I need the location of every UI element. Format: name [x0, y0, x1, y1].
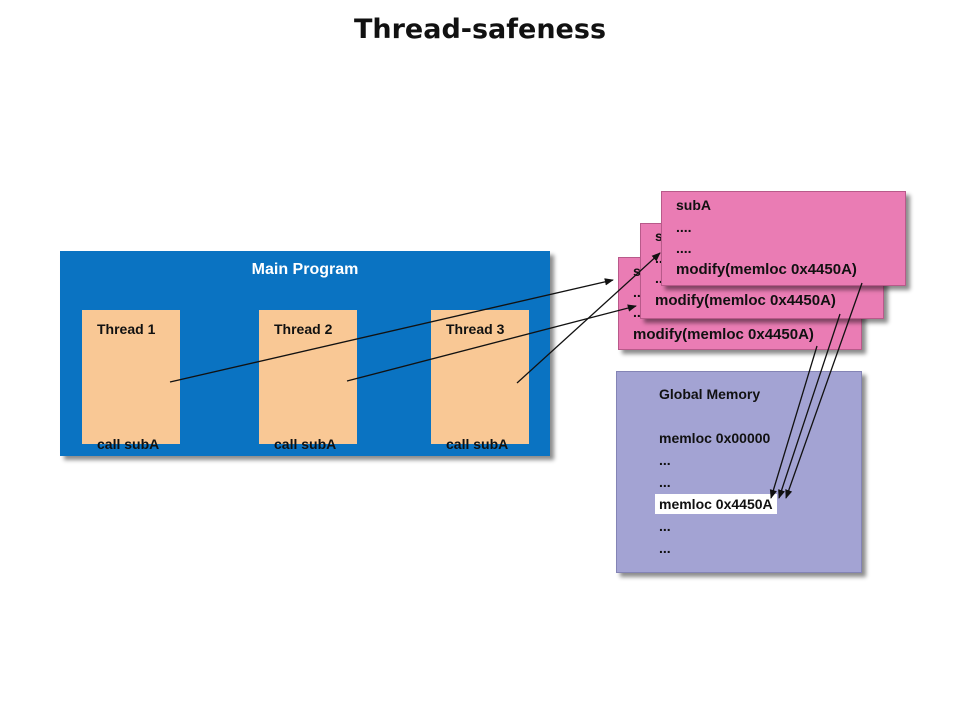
memory-line-5: ... — [659, 518, 671, 534]
subA-back-line3: ... — [633, 304, 645, 320]
thread-3-label: Thread 3 — [446, 321, 505, 337]
thread-2-label: Thread 2 — [274, 321, 333, 337]
subA-front-line3: .... — [676, 240, 692, 256]
arrow-thread2-to-subA — [346, 304, 637, 382]
subA-front-modify: modify(memloc 0x4450A) — [676, 261, 857, 278]
memory-line-6: ... — [659, 540, 671, 556]
thread-2-call: call subA — [274, 436, 337, 452]
thread-3-call: call subA — [446, 436, 509, 452]
subA-copy-front: subA .... .... modify(memloc 0x4450A) — [661, 191, 906, 286]
memory-line-1: memloc 0x00000 — [659, 430, 771, 446]
global-memory-label: Global Memory — [659, 386, 761, 402]
thread-1-box: Thread 1 call subA — [82, 310, 180, 452]
subA-middle-title: s — [655, 228, 663, 244]
thread-1-label: Thread 1 — [97, 321, 156, 337]
arrow-subA-middle-to-memory — [778, 313, 841, 499]
arrow-subA-back-to-memory — [769, 345, 818, 499]
thread-1-call: call subA — [97, 436, 160, 452]
subA-back-title: s — [633, 263, 641, 279]
main-program-label: Main Program — [251, 261, 359, 278]
arrow-thread1-to-subA — [169, 278, 614, 383]
subA-middle-modify: modify(memloc 0x4450A) — [655, 292, 836, 309]
arrow-thread3-to-subA — [516, 252, 661, 384]
main-program-box: Main Program Thread 1 call subA Thread 2… — [60, 251, 550, 456]
subA-back-line2: ... — [633, 284, 645, 300]
memory-line-highlighted: memloc 0x4450A — [655, 494, 777, 514]
global-memory-box: Global Memory memloc 0x00000 ... ... mem… — [616, 371, 862, 573]
memory-line-2: ... — [659, 452, 671, 468]
subA-back-modify: modify(memloc 0x4450A) — [633, 326, 814, 343]
memory-line-3: ... — [659, 474, 671, 490]
arrow-subA-front-to-memory — [785, 282, 863, 499]
subA-front-line2: .... — [676, 219, 692, 235]
page-title: Thread-safeness — [353, 14, 607, 45]
thread-2-box: Thread 2 call subA — [259, 310, 357, 452]
subA-front-title: subA — [676, 197, 711, 213]
subA-middle-line2: ... — [655, 250, 667, 266]
thread-3-box: Thread 3 call subA — [431, 310, 529, 452]
